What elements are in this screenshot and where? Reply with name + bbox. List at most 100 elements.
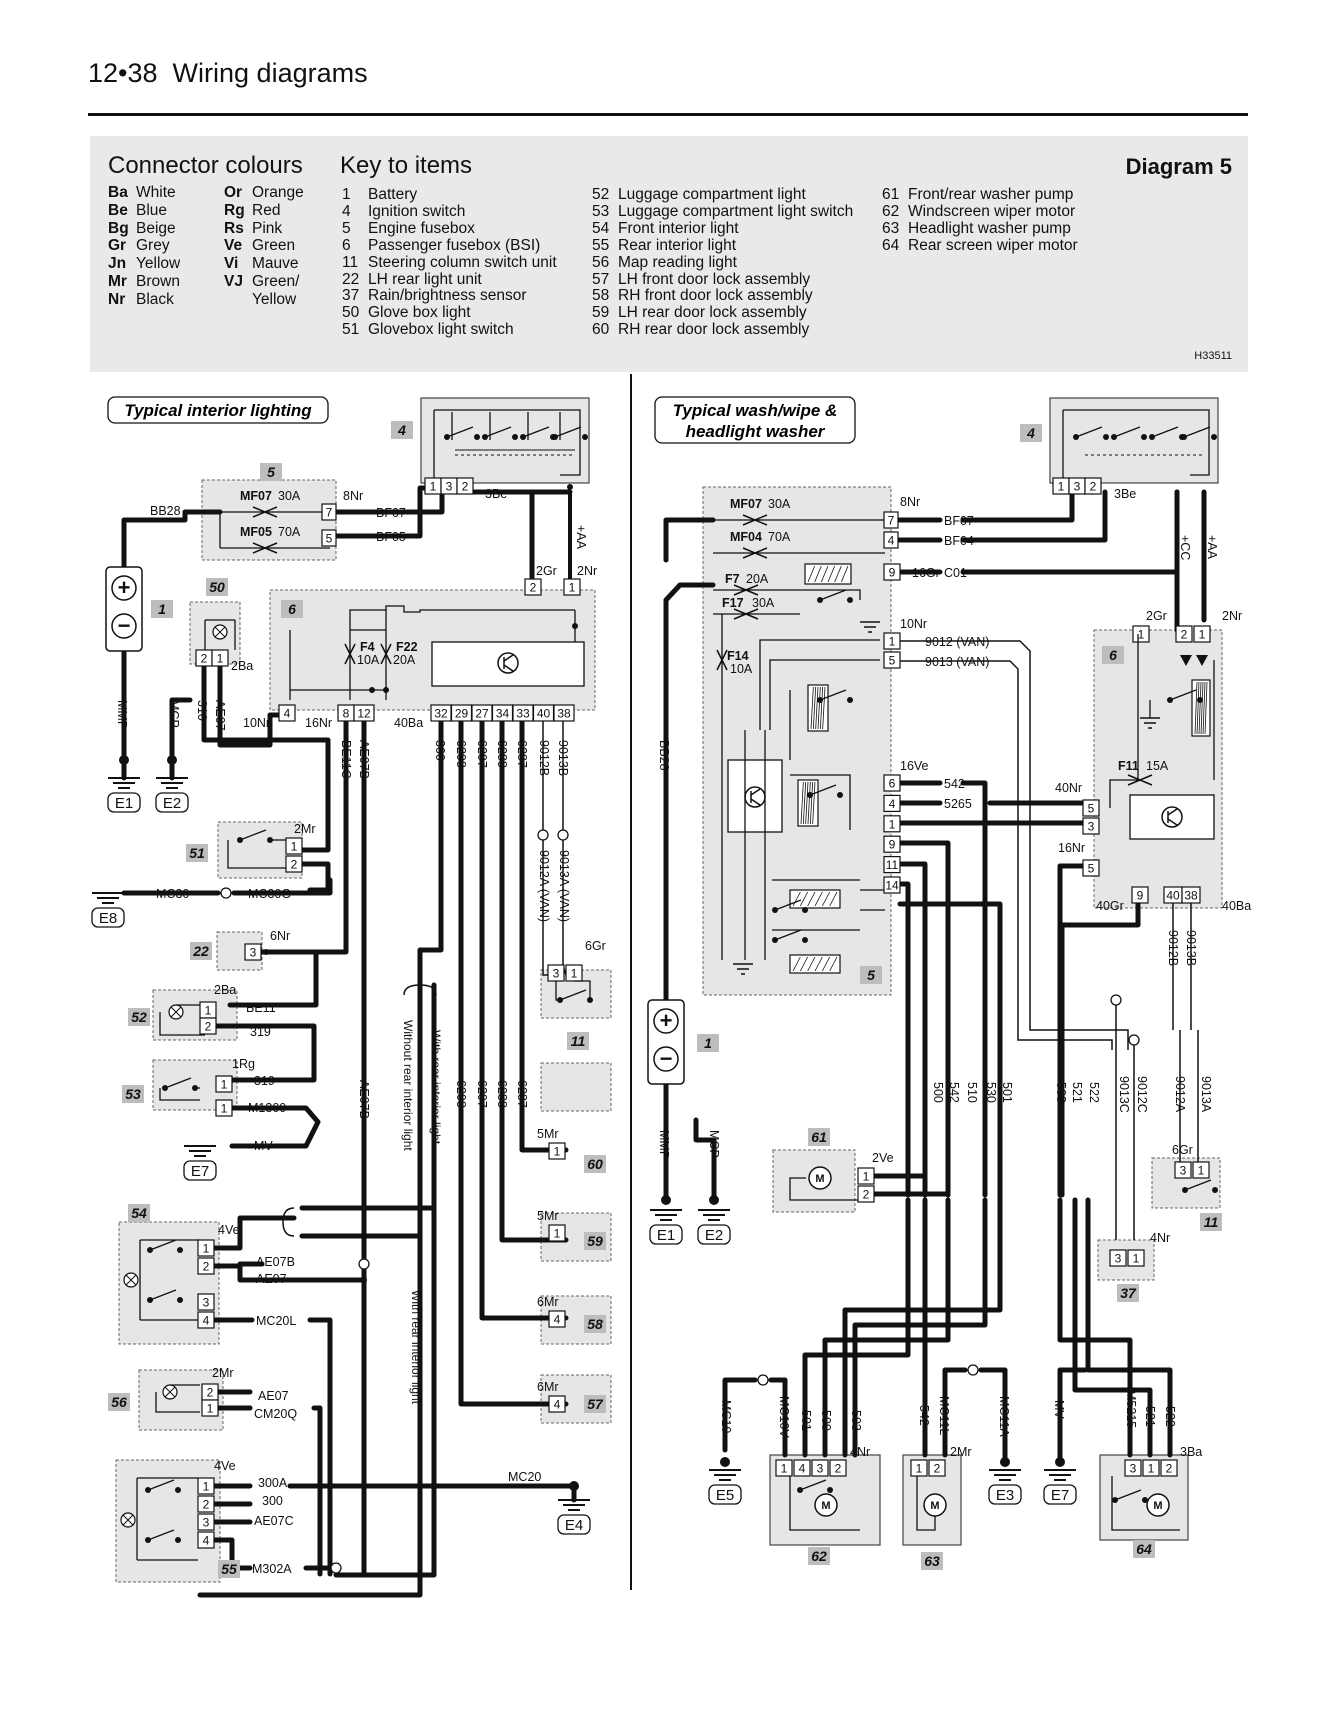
battery-plus: +	[660, 1008, 673, 1033]
diagram-label: AE07	[258, 1389, 289, 1403]
component-number: 11	[571, 1033, 586, 1049]
pin-number: 1	[1133, 1252, 1140, 1266]
pin-number: 34	[496, 707, 510, 721]
diagram-label: 3Ba	[1180, 1445, 1202, 1459]
switch-icon	[1184, 1179, 1212, 1191]
pin-number: 32	[434, 707, 448, 721]
pin-number: 27	[475, 707, 489, 721]
relay-coil	[789, 889, 841, 909]
pin-number: 40	[537, 707, 551, 721]
pin-number: 4	[554, 1398, 561, 1412]
connector-pin	[1131, 886, 1149, 904]
junction-dot	[175, 1537, 181, 1543]
connector-pin	[883, 835, 901, 853]
diagram-label: MF07	[240, 489, 272, 503]
junction-dot	[177, 1247, 183, 1253]
component-tag	[190, 942, 212, 960]
transistor-icon	[750, 788, 761, 796]
pin-number: 2	[1090, 480, 1097, 494]
component-tag	[1117, 1284, 1139, 1302]
pin-number: 1	[781, 1462, 788, 1476]
relay-coil	[840, 565, 849, 583]
junction-dot	[802, 907, 808, 913]
pin-number: 3	[250, 946, 257, 960]
component-number: 5	[267, 464, 275, 480]
pin-number: 1	[1138, 628, 1145, 642]
pin-number: 4	[284, 707, 291, 721]
relay-coil	[819, 686, 824, 730]
lamp-icon	[164, 1386, 176, 1398]
pin-number: 9	[889, 566, 896, 580]
relay-coil	[1194, 681, 1198, 735]
connector-pin	[1109, 1249, 1127, 1267]
pin-number: 4	[888, 534, 895, 548]
pin-number: 1	[863, 1170, 870, 1184]
pin-number: 7	[888, 514, 895, 528]
wire	[1059, 900, 1141, 1198]
diagram-label: 9012B	[537, 740, 551, 776]
connector-pin	[883, 531, 899, 549]
wire	[663, 582, 716, 1003]
relay-coil	[829, 891, 838, 907]
diagram-label: 6Nr	[270, 929, 290, 943]
diagram-label: 500	[819, 1410, 833, 1431]
diagram-label: M302A	[252, 1562, 292, 1576]
wire	[978, 1367, 1008, 1463]
pin-number: 3	[1074, 480, 1081, 494]
wire	[227, 949, 319, 1008]
pin-number: 4	[203, 1534, 210, 1548]
junction-dot	[1211, 434, 1217, 440]
diagram-label: 2Ba	[214, 983, 236, 997]
wire	[960, 780, 988, 1198]
wire-layer	[121, 483, 1207, 1598]
pin-number: 5	[1088, 862, 1095, 876]
diagram-label: 8Nr	[900, 495, 920, 509]
switch-icon	[484, 426, 512, 438]
section-title-right: headlight washer	[686, 422, 826, 441]
splice-ring	[358, 1258, 370, 1270]
transistor-icon	[1161, 806, 1183, 828]
diagram-label: MMP	[657, 1130, 671, 1159]
diagram-label: 6207	[475, 1080, 489, 1108]
connector-pin	[775, 1459, 793, 1477]
junction-dot	[175, 1487, 181, 1493]
relay-coil	[792, 891, 801, 907]
switch-icon	[1113, 426, 1141, 438]
pin-number: 2	[934, 1462, 941, 1476]
wire	[333, 982, 437, 1578]
earth-symbol	[860, 621, 880, 633]
splice-ring	[1128, 1034, 1140, 1046]
diagram-label: 300A	[258, 1476, 288, 1490]
earth-label-box	[155, 792, 189, 813]
pin-number: 3	[446, 480, 453, 494]
component-number: 6	[1109, 647, 1117, 663]
diagram-label: 16Ve	[900, 759, 929, 773]
component-number: 11	[1204, 1214, 1219, 1230]
diagram-label: 522	[1163, 1406, 1177, 1427]
diagram-label: F4	[360, 640, 375, 654]
component-number: 51	[189, 845, 205, 861]
earth-label: E2	[705, 1227, 723, 1244]
junction-dot	[569, 1481, 579, 1491]
relay-coil	[802, 781, 807, 825]
diagram-label: 6287	[515, 740, 529, 768]
diagram-label: BF04	[944, 534, 974, 548]
connector-pin	[548, 1224, 566, 1242]
diagram-label: 9013 (VAN)	[925, 655, 989, 669]
pin-number: 1	[203, 1480, 210, 1494]
wire	[1072, 1197, 1153, 1458]
relay-coil	[807, 781, 811, 825]
relay-coil	[815, 686, 819, 730]
relay-coil	[805, 781, 809, 825]
internal-wire	[1111, 1476, 1180, 1531]
diagram-label: 16Nr	[305, 716, 332, 730]
pin-number: 1	[916, 1462, 923, 1476]
diagram-label: 16Nr	[1058, 841, 1085, 855]
pin-number: 2	[1166, 1462, 1173, 1476]
diagram-label: 1Rg	[232, 1057, 255, 1071]
earth-label: E1	[115, 795, 133, 812]
